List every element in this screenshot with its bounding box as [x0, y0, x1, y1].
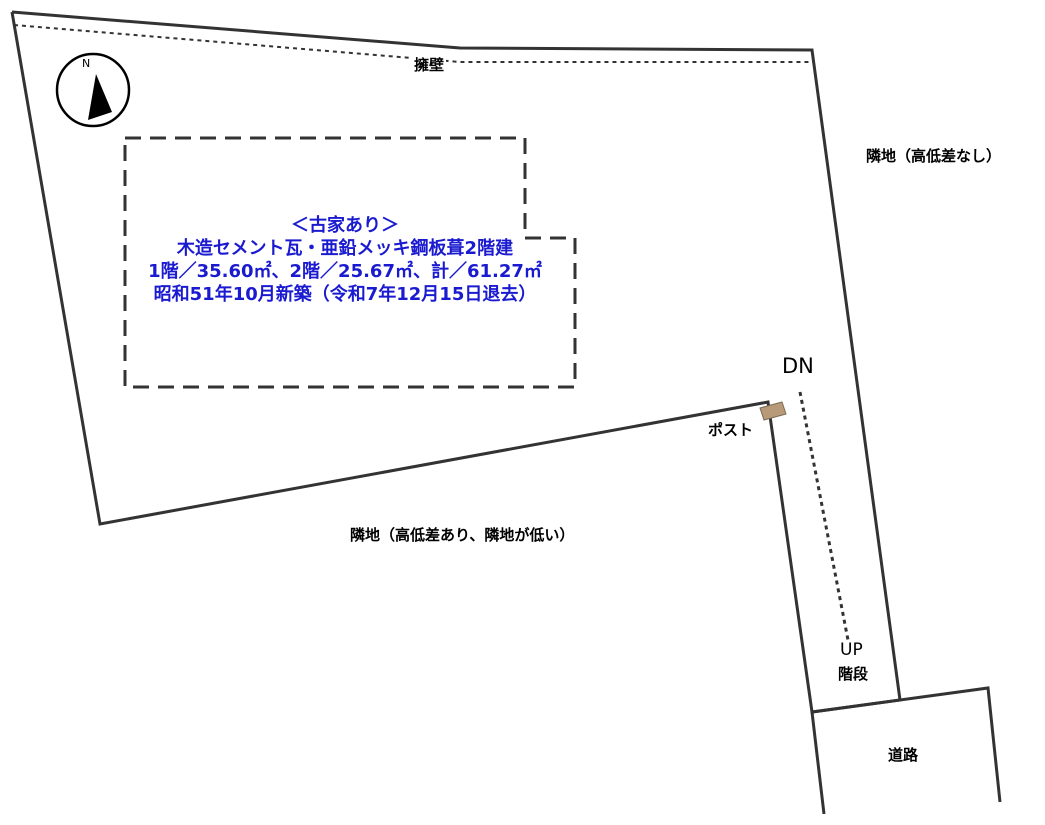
road-block: [811, 686, 1002, 803]
lot-boundary: [10, 10, 902, 714]
house-info-line2: 木造セメント瓦・亜鉛メッキ鋼板葺2階建: [176, 238, 514, 259]
north-compass-icon: [55, 52, 131, 128]
dn-label: DN: [782, 354, 814, 378]
post-box: [759, 401, 787, 421]
retaining-wall-line: [13, 24, 812, 63]
house-info-line1: ＜古家あり＞: [291, 215, 399, 236]
stairs-label: 階段: [838, 665, 869, 683]
north-label: N: [82, 57, 91, 70]
existing-house-outline: [123, 136, 577, 389]
post-label: ポスト: [708, 421, 754, 439]
road-edge: [810, 711, 826, 815]
house-info: ＜古家あり＞ 木造セメント瓦・亜鉛メッキ鋼板葺2階建 1階／35.60㎡、2階／…: [100, 214, 590, 306]
neighbor-south-label: 隣地（高低差あり、隣地が低い）: [350, 526, 575, 544]
retaining-wall-label: 擁壁: [412, 54, 447, 75]
up-label: UP: [840, 640, 863, 660]
road-label: 道路: [888, 746, 919, 764]
stair-path-line: [798, 391, 850, 641]
neighbor-east-label: 隣地（高低差なし）: [866, 147, 1002, 165]
house-info-line3: 1階／35.60㎡、2階／25.67㎡、計／61.27㎡: [148, 261, 542, 282]
house-info-line4: 昭和51年10月新築（令和7年12月15日退去）: [153, 284, 537, 305]
